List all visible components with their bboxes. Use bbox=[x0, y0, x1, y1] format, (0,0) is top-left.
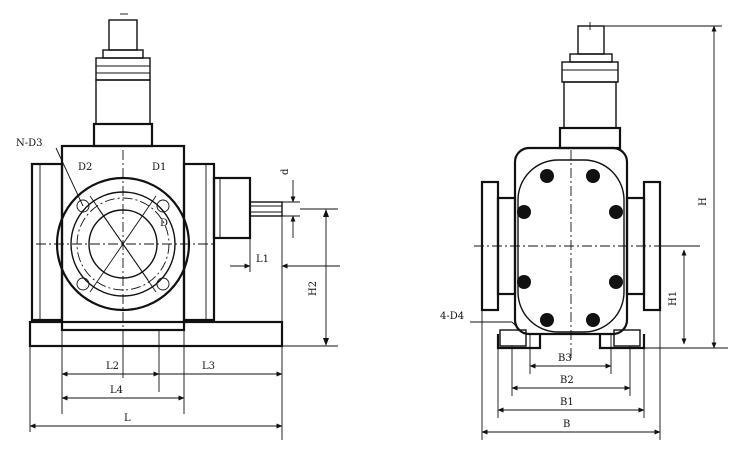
bolt-hole bbox=[156, 277, 170, 291]
label-l1: L1 bbox=[256, 254, 269, 265]
label-l3: L3 bbox=[202, 361, 215, 372]
side-view: H H1 4-D4 B3 B2 B1 B bbox=[440, 22, 728, 440]
front-view: N-D3 D2 D1 D d L1 H2 L2 L3 bbox=[16, 13, 340, 440]
bolt-hole bbox=[156, 199, 170, 213]
front-shaft-coupling bbox=[212, 176, 283, 240]
label-l4: L4 bbox=[110, 385, 123, 396]
front-relief-valve bbox=[92, 13, 154, 148]
label-b3: B3 bbox=[558, 353, 572, 364]
label-h2: H2 bbox=[308, 281, 319, 296]
label-d1: D1 bbox=[152, 162, 166, 173]
cover-bolt bbox=[609, 275, 623, 289]
label-n-d3: N-D3 bbox=[16, 138, 43, 149]
label-b1: B1 bbox=[560, 397, 574, 408]
front-right-flange bbox=[182, 162, 216, 322]
cover-bolt bbox=[540, 169, 554, 183]
label-4-d4: 4-D4 bbox=[440, 311, 464, 322]
label-d-small: d bbox=[280, 168, 291, 175]
label-b: B bbox=[563, 419, 570, 430]
cover-bolt bbox=[609, 205, 623, 219]
label-b2: B2 bbox=[560, 375, 574, 386]
label-h1: H1 bbox=[668, 291, 679, 306]
side-feet bbox=[496, 334, 646, 350]
front-flange-circle bbox=[36, 150, 214, 340]
label-l: L bbox=[124, 413, 131, 424]
front-base bbox=[28, 320, 284, 348]
label-d: D bbox=[160, 218, 168, 229]
label-l2: L2 bbox=[106, 361, 119, 372]
label-d2: D2 bbox=[78, 162, 92, 173]
label-h: H bbox=[698, 197, 709, 206]
cover-bolt bbox=[517, 275, 531, 289]
front-left-flange bbox=[30, 162, 64, 322]
bolt-hole bbox=[76, 199, 90, 213]
cover-bolt bbox=[586, 169, 600, 183]
cover-bolt bbox=[540, 313, 554, 327]
bolt-hole bbox=[76, 277, 90, 291]
cover-bolt bbox=[586, 313, 600, 327]
side-relief-valve bbox=[558, 22, 622, 150]
cover-bolt bbox=[517, 205, 531, 219]
